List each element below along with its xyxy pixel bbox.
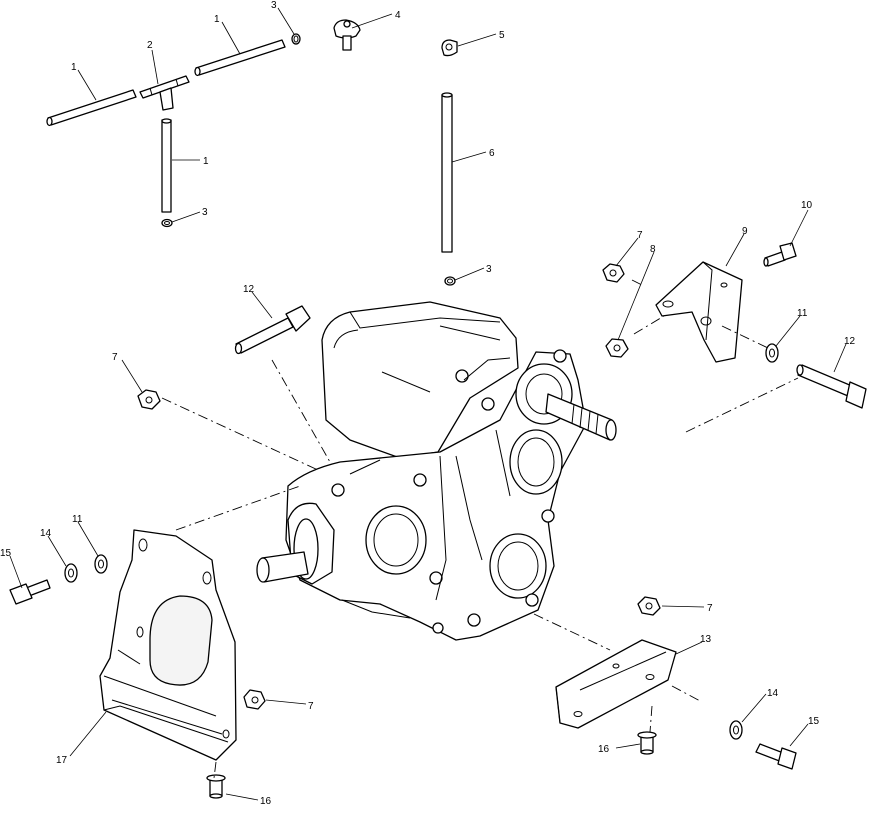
callout-4: 4 bbox=[395, 10, 401, 21]
callout-2: 2 bbox=[147, 40, 153, 51]
nut-mid-right bbox=[637, 596, 661, 616]
callout-17: 17 bbox=[56, 755, 68, 766]
callout-7: 7 bbox=[637, 230, 643, 241]
callout-15: 15 bbox=[808, 716, 820, 727]
clamp-top bbox=[291, 33, 301, 45]
bolt-15-right bbox=[755, 743, 797, 770]
nut-top-right bbox=[602, 263, 625, 283]
callout-14: 14 bbox=[767, 688, 779, 699]
mounting-plate bbox=[99, 529, 237, 761]
bolt-long-left bbox=[234, 305, 311, 355]
callout-10: 10 bbox=[801, 200, 813, 211]
clamp-right bbox=[444, 276, 456, 286]
callout-12: 12 bbox=[844, 336, 856, 347]
callout-7: 7 bbox=[112, 352, 118, 363]
nut-lower bbox=[243, 689, 266, 710]
callout-3: 3 bbox=[202, 207, 208, 218]
washer-14-right bbox=[729, 720, 743, 740]
callout-6: 6 bbox=[489, 148, 495, 159]
callout-1: 1 bbox=[203, 156, 209, 167]
bolt-short-right bbox=[763, 242, 797, 267]
callout-12: 12 bbox=[243, 284, 255, 295]
flange-bolt-lower bbox=[206, 774, 226, 799]
callout-8: 8 bbox=[650, 244, 656, 255]
lower-bracket bbox=[555, 639, 677, 729]
callout-16: 16 bbox=[598, 744, 610, 755]
callout-9: 9 bbox=[742, 226, 748, 237]
callout-labels: 1 1 1 2 3 3 3 4 5 6 7 7 7 7 8 9 10 11 11… bbox=[0, 0, 856, 807]
flange-bolt-right bbox=[637, 731, 657, 755]
bolt-long-right bbox=[796, 364, 867, 409]
upper-bracket bbox=[655, 261, 743, 363]
flange-nut bbox=[605, 338, 629, 358]
callout-14: 14 bbox=[40, 528, 52, 539]
callout-1: 1 bbox=[71, 62, 77, 73]
washer-left bbox=[94, 554, 108, 574]
callout-3: 3 bbox=[271, 0, 277, 11]
washer-right bbox=[765, 343, 779, 363]
callout-11: 11 bbox=[72, 514, 83, 525]
bolt-15-left bbox=[9, 579, 51, 605]
hose-top bbox=[194, 39, 286, 77]
washer-14-left bbox=[64, 563, 78, 583]
callout-16: 16 bbox=[260, 796, 272, 807]
hose-left bbox=[46, 89, 137, 127]
callout-7: 7 bbox=[308, 701, 314, 712]
clamp-lower bbox=[161, 218, 173, 228]
clip bbox=[441, 39, 458, 57]
alignment-lines bbox=[161, 279, 799, 779]
breather-fitting bbox=[333, 19, 361, 51]
callout-1: 1 bbox=[214, 14, 220, 25]
tee-fitting bbox=[139, 75, 190, 111]
callout-11: 11 bbox=[797, 308, 808, 319]
callout-5: 5 bbox=[499, 30, 505, 41]
callout-13: 13 bbox=[700, 634, 712, 645]
vent-tube bbox=[441, 92, 453, 253]
hose-vertical bbox=[161, 118, 172, 213]
gearcase-assembly bbox=[256, 301, 617, 641]
leader-lines bbox=[9, 7, 847, 801]
callout-15: 15 bbox=[0, 548, 12, 559]
callout-3: 3 bbox=[486, 264, 492, 275]
nut-left bbox=[137, 389, 161, 410]
callout-7: 7 bbox=[707, 603, 713, 614]
